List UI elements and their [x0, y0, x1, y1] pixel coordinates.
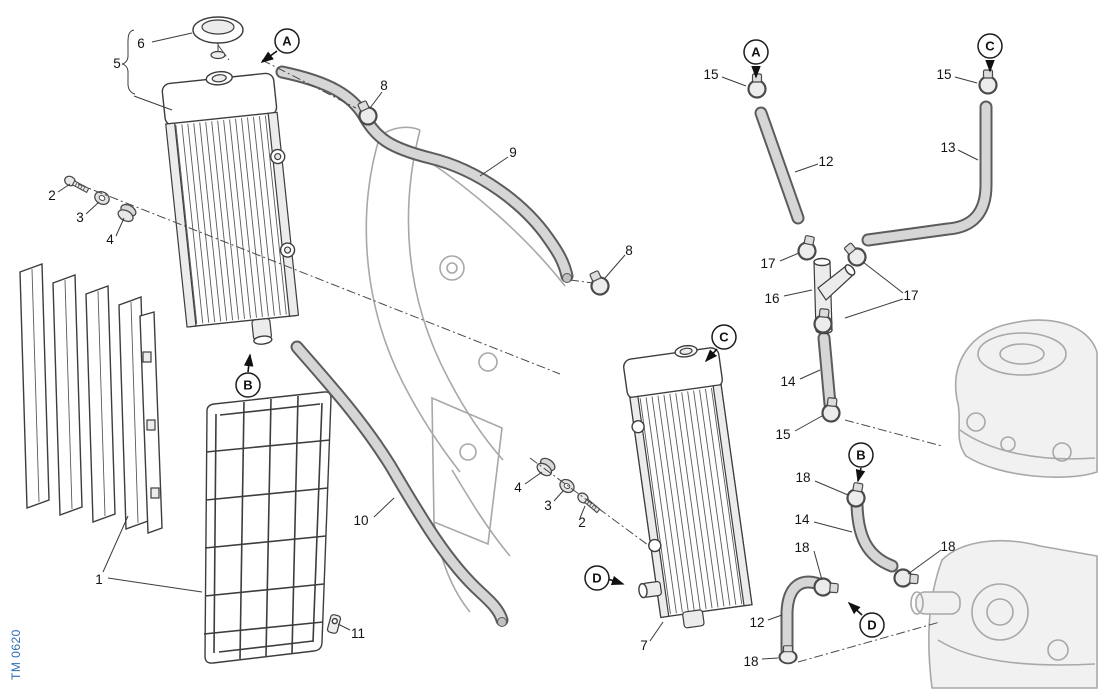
- bushing-4-left: [115, 201, 139, 225]
- clamp-15-c: [978, 68, 998, 95]
- part-label-3-left: 3: [76, 210, 84, 225]
- part-label-14-right: 14: [794, 512, 810, 527]
- part-label-14-middle: 14: [780, 374, 796, 389]
- callout-b-left: B: [235, 372, 261, 398]
- callout-d-right: D: [859, 612, 885, 638]
- document-code: TM 0620: [9, 629, 23, 680]
- callout-c-radiator-letter: C: [719, 330, 729, 345]
- clamp-17-top: [795, 233, 820, 263]
- grommet-3-left: [91, 188, 113, 208]
- callout-a-left-letter: A: [282, 34, 292, 49]
- grille-clip: [326, 614, 342, 634]
- screw-2-right: [575, 490, 602, 515]
- callout-c-radiator: C: [711, 324, 737, 350]
- callout-a-right: A: [743, 39, 769, 65]
- engine-crankcase: [910, 539, 1098, 689]
- callout-c-right-letter: C: [985, 39, 995, 54]
- part-label-15-c: 15: [936, 67, 951, 82]
- hose-9: [275, 65, 574, 283]
- callout-d-radiator-letter: D: [592, 571, 601, 586]
- part-label-6: 6: [137, 36, 145, 51]
- grommet-3-right: [556, 476, 578, 496]
- radiator-right: [623, 344, 753, 629]
- callout-d-right-letter: D: [867, 618, 876, 633]
- part-label-4-left: 4: [106, 232, 114, 247]
- callout-d-radiator: D: [584, 565, 610, 591]
- part-label-11: 11: [351, 626, 365, 641]
- t-fitting: [813, 257, 856, 335]
- callout-arrows: [243, 50, 995, 616]
- hose-14-right: [850, 498, 899, 573]
- part-label-1: 1: [95, 572, 103, 587]
- callout-a-right-letter: A: [751, 45, 761, 60]
- part-label-4-right: 4: [514, 480, 522, 495]
- engine-cylinder-head: [954, 319, 1098, 478]
- part-label-2-left: 2: [48, 188, 56, 203]
- part-label-13: 13: [940, 140, 955, 155]
- part-label-18-engine: 18: [940, 539, 955, 554]
- hose-12-top: [754, 106, 805, 225]
- screw-2-left: [62, 173, 91, 196]
- part-label-15-a: 15: [703, 67, 718, 82]
- radiator-grille: [203, 391, 332, 664]
- part-label-9: 9: [509, 145, 517, 160]
- clamp-18-engine: [892, 567, 920, 589]
- part-label-2-right: 2: [578, 515, 586, 530]
- callout-b-right-letter: B: [856, 448, 865, 463]
- motorcycle-frame: [365, 126, 566, 613]
- assembly-axes: [77, 44, 943, 663]
- hose-14-middle: [817, 331, 837, 411]
- radiator-cap: [192, 16, 244, 60]
- callout-c-right: C: [977, 33, 1003, 59]
- clamp-18-elbow: [812, 576, 840, 598]
- clamp-18-b: [845, 480, 869, 509]
- leader-lines: [57, 32, 979, 660]
- callout-a-left: A: [274, 28, 300, 54]
- bracket-brace: [121, 29, 136, 95]
- part-label-17-left: 17: [760, 256, 775, 271]
- part-label-18-b: 18: [795, 470, 810, 485]
- callout-b-left-letter: B: [243, 378, 252, 393]
- part-label-12-bottom: 12: [749, 615, 764, 630]
- part-label-18-elbow: 18: [794, 540, 809, 555]
- part-label-5: 5: [113, 56, 121, 71]
- radiator-left: [161, 70, 300, 345]
- hose-10: [290, 340, 509, 627]
- part-label-18-bottom: 18: [743, 654, 758, 669]
- hose-13: [861, 100, 993, 247]
- part-label-16: 16: [764, 291, 779, 306]
- part-label-8-left: 8: [380, 78, 388, 93]
- clamp-15-a: [747, 72, 767, 99]
- part-label-10: 10: [353, 513, 368, 528]
- part-label-17-right: 17: [903, 288, 918, 303]
- part-label-15-mid: 15: [775, 427, 790, 442]
- part-label-12-top: 12: [818, 154, 833, 169]
- part-label-7: 7: [640, 638, 648, 653]
- part-label-3-right: 3: [544, 498, 552, 513]
- callout-b-right: B: [848, 442, 874, 468]
- radiator-guard-louvers: [19, 263, 163, 534]
- part-label-8-right: 8: [625, 243, 633, 258]
